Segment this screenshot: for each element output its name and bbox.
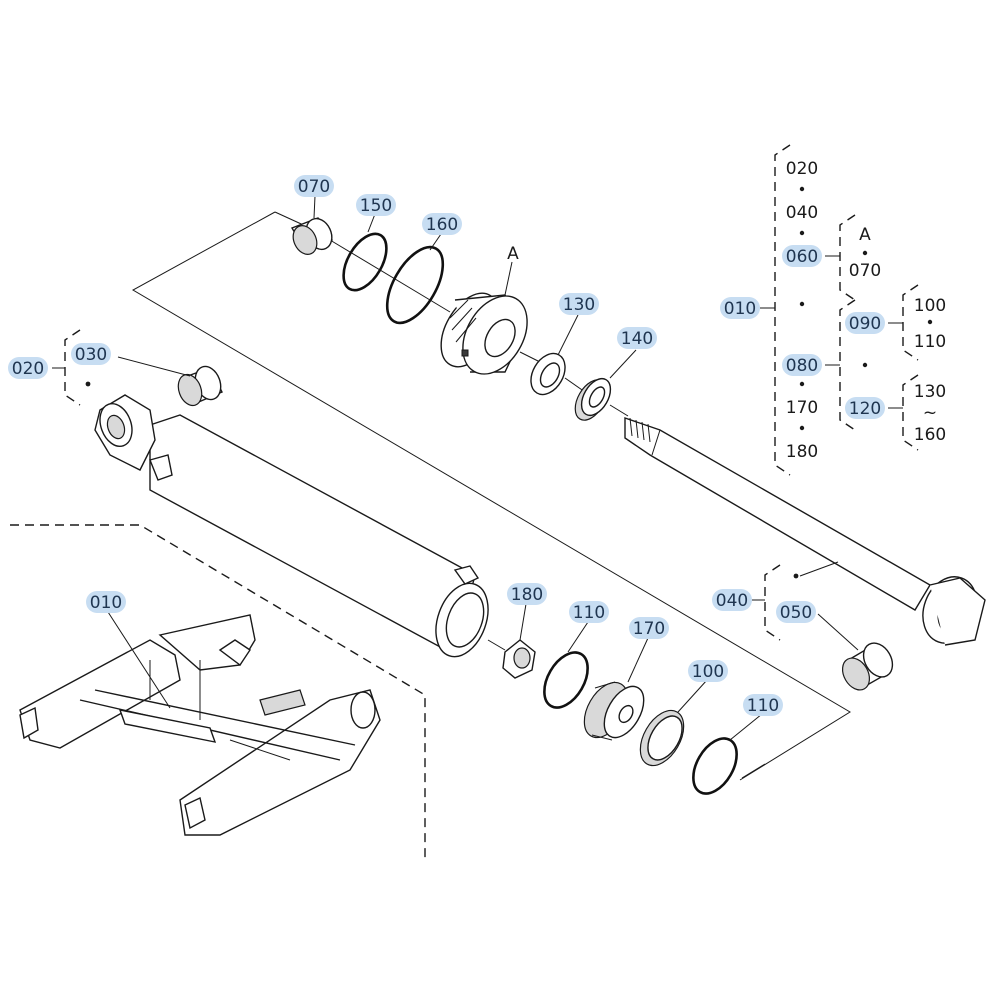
bracket-020	[64, 329, 81, 406]
svg-text:170: 170	[633, 619, 665, 639]
svg-text:150: 150	[360, 196, 392, 216]
nut-180	[502, 639, 536, 679]
tree-root-010: 010	[720, 297, 760, 319]
tree-range-sign: ~	[923, 403, 937, 423]
oring-150	[342, 232, 388, 292]
tree-item-110: 110	[914, 332, 946, 352]
seal-100	[639, 709, 685, 767]
tree-item-180: 180	[786, 442, 818, 462]
machine-inset	[10, 524, 426, 860]
callout-040: 040	[712, 589, 752, 611]
ring-110-b	[692, 737, 738, 795]
oring-160	[385, 245, 445, 325]
piston-170	[583, 681, 645, 741]
tree-item-170: 170	[786, 398, 818, 418]
bushing-070-top	[290, 217, 334, 255]
callout-leaders	[107, 195, 859, 741]
tree-item-080: 080	[782, 354, 822, 376]
seal-140	[574, 377, 612, 421]
gland-A	[440, 292, 528, 375]
svg-text:010: 010	[90, 593, 122, 613]
parts-hierarchy-tree	[760, 144, 933, 476]
callout-110-a: 110	[569, 601, 609, 623]
callout-020: 020	[8, 357, 48, 379]
tree-sub-120: 120	[845, 397, 885, 419]
svg-text:010: 010	[724, 299, 756, 319]
svg-text:110: 110	[747, 696, 779, 716]
callout-050: 050	[776, 601, 816, 623]
svg-text:110: 110	[573, 603, 605, 623]
tree-item-100: 100	[914, 296, 946, 316]
callout-160: 160	[422, 213, 462, 235]
ring-130	[530, 352, 566, 396]
svg-text:080: 080	[786, 356, 818, 376]
bushing-030	[177, 365, 223, 407]
cylinder-tube	[94, 394, 489, 658]
outline-bottom-edge	[741, 763, 766, 779]
tree-item-130: 130	[914, 382, 946, 402]
callout-070-top: 070	[294, 175, 334, 197]
callout-030: 030	[71, 343, 111, 365]
callout-010-main: 010	[86, 591, 126, 613]
svg-text:120: 120	[849, 399, 881, 419]
callout-150: 150	[356, 194, 396, 216]
svg-text:140: 140	[621, 329, 653, 349]
svg-text:130: 130	[563, 295, 595, 315]
label-A: A	[507, 244, 519, 264]
outline-upper	[131, 211, 851, 781]
svg-text:160: 160	[426, 215, 458, 235]
callout-170: 170	[629, 617, 669, 639]
tree-item-020: 020	[786, 159, 818, 179]
ring-110-a	[543, 651, 589, 709]
callout-100: 100	[688, 660, 728, 682]
tree-item-060: 060	[782, 245, 822, 267]
callout-180: 180	[507, 583, 547, 605]
svg-text:060: 060	[786, 247, 818, 267]
tree-item-070: 070	[849, 261, 881, 281]
svg-text:090: 090	[849, 314, 881, 334]
tree-item-160: 160	[914, 425, 946, 445]
svg-text:070: 070	[298, 177, 330, 197]
bushing-050	[841, 642, 894, 691]
svg-text:050: 050	[780, 603, 812, 623]
tree-sub-090: 090	[845, 312, 885, 334]
callout-110-b: 110	[743, 694, 783, 716]
piston-rod	[624, 417, 986, 646]
svg-text:020: 020	[12, 359, 44, 379]
callout-140: 140	[617, 327, 657, 349]
callout-130: 130	[559, 293, 599, 315]
svg-text:100: 100	[692, 662, 724, 682]
svg-text:180: 180	[511, 585, 543, 605]
svg-text:030: 030	[75, 345, 107, 365]
lower-axis	[487, 639, 506, 651]
tree-group-A: A	[859, 225, 871, 245]
bracket-040	[764, 564, 781, 641]
svg-text:040: 040	[716, 591, 748, 611]
tree-item-040: 040	[786, 203, 818, 223]
